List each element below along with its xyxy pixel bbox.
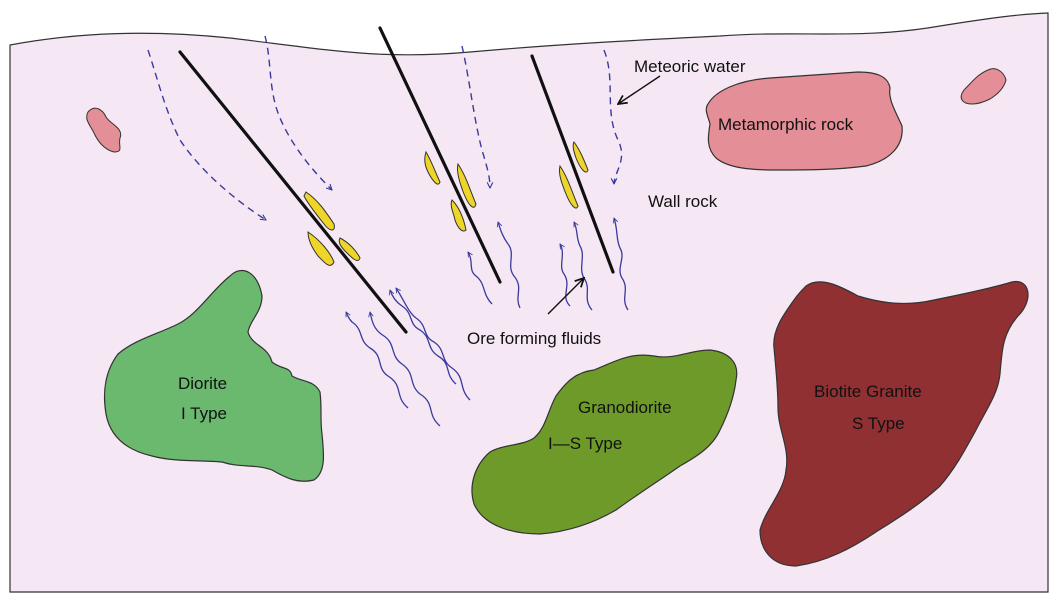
biotite-granite-type-label: S Type bbox=[852, 414, 905, 433]
ore-forming-fluids-label: Ore forming fluids bbox=[467, 329, 601, 348]
granodiorite-type-label: I—S Type bbox=[548, 434, 622, 453]
diorite-type-label: I Type bbox=[181, 404, 227, 423]
meteoric-water-label: Meteoric water bbox=[634, 57, 746, 76]
granodiorite-name-label: Granodiorite bbox=[578, 398, 672, 417]
diorite-name-label: Diorite bbox=[178, 374, 227, 393]
metamorphic-rock-label: Metamorphic rock bbox=[718, 115, 854, 134]
biotite-granite-name-label: Biotite Granite bbox=[814, 382, 922, 401]
wall-rock-label: Wall rock bbox=[648, 192, 718, 211]
